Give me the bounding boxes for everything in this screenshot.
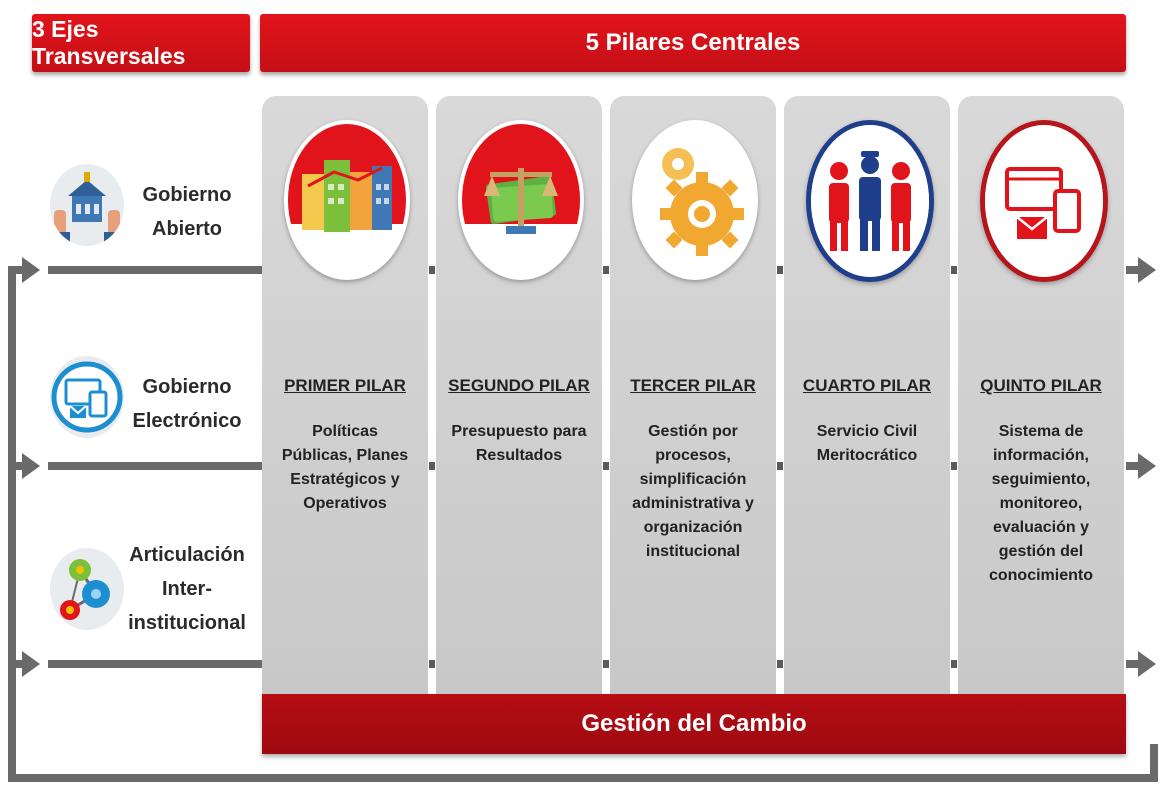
- gap-dash: [951, 660, 957, 668]
- axis-label-3-line3: institucional: [128, 612, 246, 634]
- pillar-3-desc-line: Gestión por: [648, 423, 738, 440]
- gap-dash: [777, 462, 783, 470]
- pillar-4-desc-line: Meritocrático: [816, 447, 918, 464]
- pillar-2-desc-line: Presupuesto para: [451, 423, 587, 440]
- scales-money-icon: [458, 120, 584, 280]
- axis-line-1: [48, 266, 262, 274]
- feedback-loop-bottom: [8, 774, 1158, 782]
- axis-label-1-line2: Abierto: [152, 218, 222, 240]
- pillars-header: 5 Pilares Centrales: [260, 14, 1126, 72]
- feedback-loop-right: [1150, 744, 1158, 782]
- pillar-3-desc-line: procesos,: [655, 447, 731, 464]
- pillar-1-title: PRIMER PILAR: [284, 376, 406, 395]
- pillar-5-desc-line: información,: [992, 447, 1089, 464]
- pillar-1-desc-line: Políticas: [312, 423, 378, 440]
- axis-arrow-3-right: [1138, 651, 1156, 677]
- pillar-5: QUINTO PILAR Sistema de información, seg…: [958, 96, 1124, 698]
- axis-label-2-line1: Gobierno: [142, 376, 232, 398]
- axes-header: 3 Ejes Transversales: [32, 14, 250, 72]
- pillar-5-desc-line: evaluación y: [992, 519, 1090, 536]
- pillars-header-label: 5 Pilares Centrales: [585, 29, 801, 56]
- pillar-5-desc-line: Sistema de: [998, 423, 1084, 440]
- change-management-bar: Gestión del Cambio: [262, 694, 1126, 754]
- gap-dash: [951, 266, 957, 274]
- axis-label-3: Articulación Inter- institucional: [112, 538, 262, 640]
- pillar-1-desc-line: Públicas, Planes: [281, 447, 409, 464]
- pillar-2: SEGUNDO PILAR Presupuesto para Resultado…: [436, 96, 602, 698]
- network-icon: [50, 548, 124, 630]
- pillar-3-title: TERCER PILAR: [630, 376, 756, 395]
- axes-header-label: 3 Ejes Transversales: [32, 16, 186, 69]
- gap-dash: [777, 660, 783, 668]
- pillar-2-description: Presupuesto para Resultados: [442, 420, 596, 468]
- pillar-1-desc-line: Estratégicos y: [290, 471, 400, 488]
- axis-arrow-2-left: [22, 453, 40, 479]
- pillar-4-description: Servicio Civil Meritocrático: [790, 420, 944, 468]
- pillar-3-desc-line: institucional: [645, 543, 741, 560]
- gap-dash: [429, 660, 435, 668]
- axis-line-3: [48, 660, 262, 668]
- axis-line-2: [48, 462, 262, 470]
- pillar-5-desc-line: gestión del: [998, 543, 1084, 560]
- axis-label-1: Gobierno Abierto: [112, 178, 262, 246]
- gap-dash: [603, 266, 609, 274]
- gap-dash: [429, 462, 435, 470]
- pillar-5-desc-line: monitoreo,: [999, 495, 1083, 512]
- feedback-loop-vertical: [8, 266, 16, 782]
- axis-label-2-line2: Electrónico: [132, 410, 242, 432]
- pillar-3: TERCER PILAR Gestión por procesos, simpl…: [610, 96, 776, 698]
- axis-line-2-left: [8, 462, 22, 470]
- axis-arrow-3-left: [22, 651, 40, 677]
- pillar-1-desc-line: Operativos: [303, 495, 387, 512]
- pillar-5-title: QUINTO PILAR: [980, 376, 1102, 395]
- pillar-1: PRIMER PILAR Políticas Públicas, Planes …: [262, 96, 428, 698]
- pillar-2-title: SEGUNDO PILAR: [448, 376, 590, 395]
- axis-label-2: Gobierno Electrónico: [112, 370, 262, 438]
- gap-dash: [603, 462, 609, 470]
- pillar-3-desc-line: organización: [643, 519, 743, 536]
- axis-line-2-right: [1126, 462, 1140, 470]
- pillar-3-desc-line: simplificación: [639, 471, 747, 488]
- pillar-2-desc-line: Resultados: [475, 447, 563, 464]
- pillar-4-title: CUARTO PILAR: [802, 376, 932, 395]
- pillar-1-description: Políticas Públicas, Planes Estratégicos …: [268, 420, 422, 516]
- axis-line-3-right: [1126, 660, 1140, 668]
- axis-line-1-right: [1126, 266, 1140, 274]
- axis-arrow-2-right: [1138, 453, 1156, 479]
- gears-icon: [632, 120, 758, 280]
- pillar-4-desc-line: Servicio Civil: [816, 423, 918, 440]
- electronic-government-icon: [50, 356, 124, 438]
- devices-icon: [980, 120, 1108, 282]
- axis-arrow-1-right: [1138, 257, 1156, 283]
- pillar-5-description: Sistema de información, seguimiento, mon…: [964, 420, 1118, 588]
- pillar-3-desc-line: administrativa y: [632, 495, 754, 512]
- buildings-chart-icon: [284, 120, 410, 280]
- pillar-5-desc-line: seguimiento,: [991, 471, 1091, 488]
- axis-label-3-line2: Inter-: [162, 578, 212, 600]
- axis-label-1-line1: Gobierno: [142, 184, 232, 206]
- pillar-4: CUARTO PILAR Servicio Civil Meritocrátic…: [784, 96, 950, 698]
- axis-arrow-1-left: [22, 257, 40, 283]
- gap-dash: [429, 266, 435, 274]
- pillar-3-description: Gestión por procesos, simplificación adm…: [616, 420, 770, 564]
- gap-dash: [777, 266, 783, 274]
- axis-label-3-line1: Articulación: [129, 544, 245, 566]
- axis-line-1-left: [8, 266, 22, 274]
- people-icon: [806, 120, 934, 282]
- change-management-label: Gestión del Cambio: [581, 710, 807, 737]
- pillar-5-desc-line: conocimiento: [988, 567, 1093, 584]
- gap-dash: [951, 462, 957, 470]
- axis-line-3-left: [8, 660, 22, 668]
- gap-dash: [603, 660, 609, 668]
